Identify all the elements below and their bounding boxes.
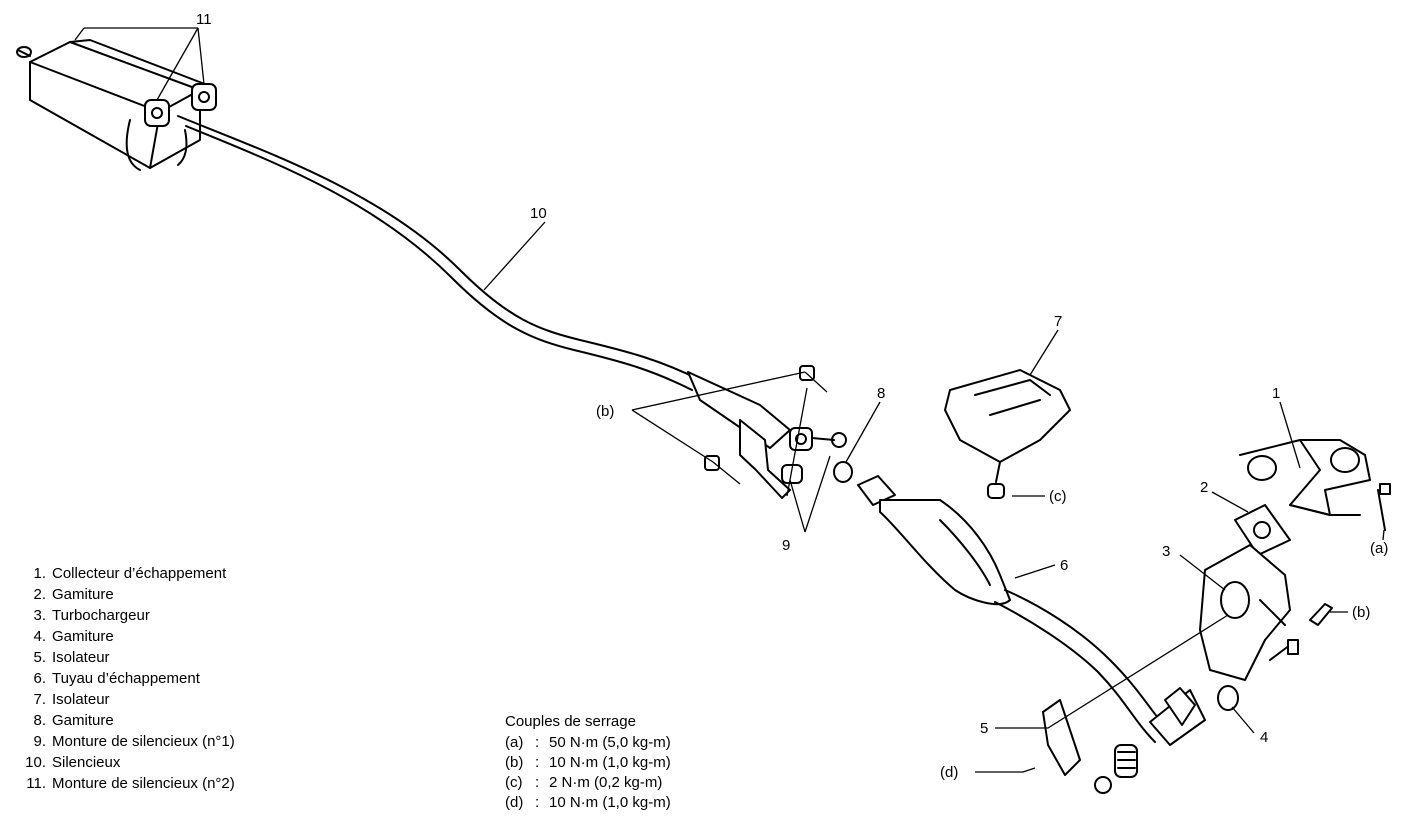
legend-item: 8. Gamiture: [14, 710, 344, 731]
muffler-mount-1-drawing: [704, 365, 847, 499]
legend-item: 1. Collecteur d’échappement: [14, 563, 344, 584]
callout-b-right: (b): [1352, 604, 1370, 621]
legend-item-text: Gamiture: [52, 712, 114, 729]
leader-lines: [74, 27, 1385, 773]
isolator-5-drawing: [1042, 699, 1081, 776]
legend-item: 3. Turbochargeur: [14, 605, 344, 626]
torque-item-key: (a): [505, 734, 524, 751]
callout-a: (a): [1370, 540, 1388, 557]
torque-item-key: (b): [505, 754, 524, 771]
torque-item: (a):50 N·m (5,0 kg-m): [505, 733, 765, 753]
legend-item: 10. Silencieux: [14, 752, 344, 773]
legend-item-number: 1.: [33, 565, 46, 582]
torque-item-sep: :: [535, 774, 540, 791]
torque-item-value: 10 N·m (1,0 kg-m): [549, 754, 671, 771]
torque-item-value: 2 N·m (0,2 kg-m): [549, 774, 663, 791]
parts-legend: 1. Collecteur d’échappement 2. Gamiture 3. Tu…: [14, 563, 344, 794]
legend-item: 5. Isolateur: [14, 647, 344, 668]
torque-item-value: 50 N·m (5,0 kg-m): [549, 734, 671, 751]
legend-item: 4. Gamiture: [14, 626, 344, 647]
callout-d: (d): [940, 764, 958, 781]
legend-item-number: 5.: [33, 649, 46, 666]
legend-item: 9. Monture de silencieux (n°1): [14, 731, 344, 752]
callout-4: 4: [1260, 729, 1268, 746]
torque-title: Couples de serrage: [505, 713, 636, 730]
flange-drawing: [1094, 687, 1196, 794]
callout-6: 6: [1060, 557, 1068, 574]
torque-item-key: (d): [505, 794, 524, 811]
callout-10: 10: [530, 205, 547, 222]
legend-item: 11. Monture de silencieux (n°2): [14, 773, 344, 794]
legend-item-text: Tuyau d’échappement: [52, 670, 200, 687]
callout-11: 11: [196, 11, 212, 28]
callout-8: 8: [877, 385, 885, 402]
callout-1: 1: [1272, 385, 1280, 402]
torque-item-key: (c): [505, 774, 523, 791]
legend-item-number: 9.: [33, 733, 46, 750]
legend-item: 7. Isolateur: [14, 689, 344, 710]
legend-item: 2. Gamiture: [14, 584, 344, 605]
legend-item-number: 2.: [33, 586, 46, 603]
legend-item-number: 6.: [33, 670, 46, 687]
gasket-2-drawing: [1234, 504, 1291, 556]
catalytic-pipe-drawing: [857, 475, 1206, 746]
torque-item-value: 10 N·m (1,0 kg-m): [549, 794, 671, 811]
legend-item-number: 7.: [33, 691, 46, 708]
gasket-4-drawing: [1217, 685, 1239, 711]
callout-7: 7: [1054, 313, 1062, 330]
callout-3: 3: [1162, 543, 1170, 560]
torque-item-sep: :: [535, 754, 540, 771]
callout-5: 5: [980, 720, 988, 737]
torque-item-sep: :: [535, 734, 540, 751]
callout-b-left: (b): [596, 403, 614, 420]
legend-item-text: Isolateur: [52, 691, 110, 708]
legend-item-text: Silencieux: [52, 754, 121, 771]
legend-item-text: Turbochargeur: [52, 607, 150, 624]
isolator-7-drawing: [944, 369, 1071, 499]
legend-item-text: Monture de silencieux (n°1): [52, 733, 235, 750]
legend-item-number: 11.: [26, 775, 46, 792]
legend-item-text: Monture de silencieux (n°2): [52, 775, 235, 792]
muffler-drawing: [16, 39, 211, 171]
gasket-8-drawing: [833, 461, 853, 483]
torque-item-sep: :: [535, 794, 540, 811]
callout-2: 2: [1200, 479, 1208, 496]
callout-9: 9: [782, 537, 790, 554]
torque-item: (c):2 N·m (0,2 kg-m): [505, 773, 765, 793]
exhaust-pipe-drawing: [177, 115, 791, 449]
legend-item-text: Gamiture: [52, 628, 114, 645]
legend-item-number: 8.: [33, 712, 46, 729]
callout-c: (c): [1049, 488, 1067, 505]
torque-specs: Couples de serrage (a):50 N·m (5,0 kg-m)…: [505, 712, 765, 813]
legend-item-text: Gamiture: [52, 586, 114, 603]
turbocharger-drawing: [1199, 544, 1333, 681]
legend-item-text: Isolateur: [52, 649, 110, 666]
legend-item-number: 10.: [25, 754, 46, 771]
legend-item-number: 3.: [33, 607, 46, 624]
exhaust-manifold-drawing: [1239, 439, 1391, 531]
legend-item-number: 4.: [33, 628, 46, 645]
torque-item: (b):10 N·m (1,0 kg-m): [505, 753, 765, 773]
legend-item: 6. Tuyau d’échappement: [14, 668, 344, 689]
legend-item-text: Collecteur d’échappement: [52, 565, 227, 582]
torque-item: (d):10 N·m (1,0 kg-m): [505, 793, 765, 813]
